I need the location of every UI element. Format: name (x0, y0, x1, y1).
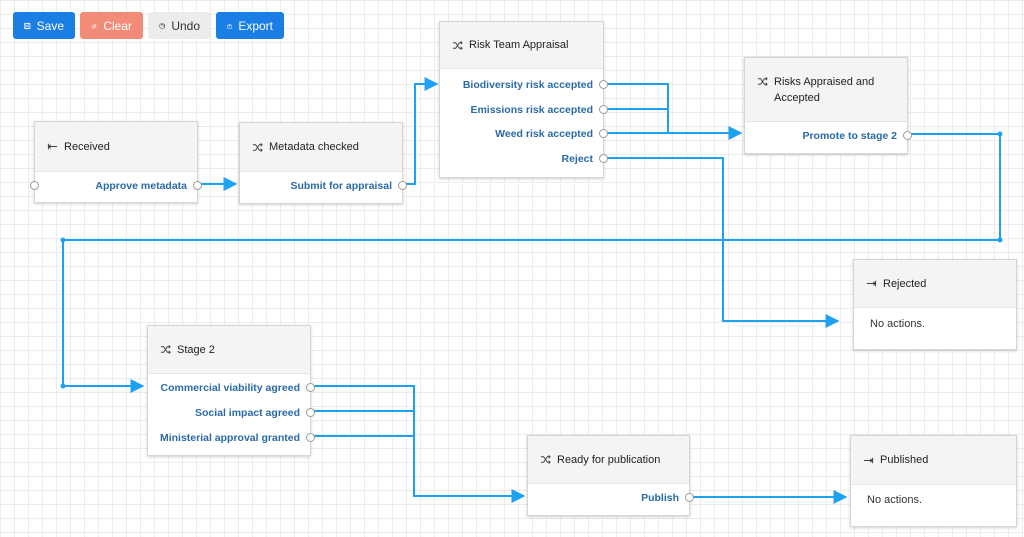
undo-label: Undo (171, 18, 200, 33)
node-risks-appraised-and-accepted[interactable]: Risks Appraised and Accepted Promote to … (744, 57, 912, 154)
action-promote-to-stage-2[interactable]: Promote to stage 2 (802, 130, 897, 142)
node-header: Ready for publication (528, 436, 689, 484)
output-port[interactable] (599, 105, 608, 114)
node-title: Rejected (883, 277, 927, 290)
save-label: Save (36, 18, 64, 33)
arrow-left-icon (47, 143, 58, 150)
wire-biodiversity (604, 83, 669, 133)
action-approve-metadata[interactable]: Approve metadata (95, 180, 187, 192)
export-label: Export (238, 18, 273, 33)
action-publish[interactable]: Publish (641, 492, 679, 504)
input-port[interactable] (30, 181, 39, 190)
wire-promote-stage2 (62, 133, 1001, 393)
empty-actions-text: No actions. (867, 494, 923, 506)
shuffle-icon (757, 77, 768, 86)
node-stage-2[interactable]: Stage 2 Commercial viability agreed Soci… (147, 325, 315, 456)
output-port[interactable] (306, 433, 315, 442)
action-social-impact-agreed[interactable]: Social impact agreed (194, 407, 300, 419)
node-rejected[interactable]: Rejected No actions. (853, 259, 1017, 350)
wire-commercial (313, 385, 526, 503)
save-button[interactable]: Save (13, 12, 75, 39)
node-title: Stage 2 (177, 343, 215, 356)
undo-icon (159, 22, 166, 29)
node-metadata-checked[interactable]: Metadata checked Submit for appraisal (239, 122, 407, 204)
output-port[interactable] (306, 408, 315, 417)
shuffle-icon (252, 142, 263, 152)
node-ready-for-publication[interactable]: Ready for publication Publish (527, 435, 694, 516)
node-header: Risks Appraised and Accepted (745, 58, 907, 122)
arrow-right-end-icon (863, 457, 874, 463)
node-risk-team-appraisal[interactable]: Risk Team Appraisal Biodiversity risk ac… (439, 21, 608, 178)
wire-joint (60, 383, 66, 389)
action-submit-for-appraisal[interactable]: Submit for appraisal (290, 180, 392, 192)
node-header: Received (35, 122, 197, 172)
wire-joint (60, 237, 66, 243)
action-weed-risk-accepted[interactable]: Weed risk accepted (495, 128, 593, 140)
node-header: Rejected (854, 260, 1016, 308)
output-port[interactable] (903, 131, 912, 140)
clear-button[interactable]: Clear (80, 12, 143, 39)
node-title: Published (880, 454, 929, 466)
node-published[interactable]: Published No actions. (850, 435, 1017, 527)
action-emissions-risk-accepted[interactable]: Emissions risk accepted (470, 104, 593, 116)
output-port[interactable] (599, 129, 608, 138)
undo-button[interactable]: Undo (148, 12, 211, 39)
output-port[interactable] (599, 80, 608, 89)
output-port[interactable] (685, 493, 694, 502)
node-header: Metadata checked (240, 123, 402, 172)
node-title: Metadata checked (269, 141, 359, 153)
action-reject[interactable]: Reject (561, 153, 593, 165)
floppy-disk-icon (24, 22, 31, 29)
export-button[interactable]: Export (216, 12, 284, 39)
output-port[interactable] (306, 383, 315, 392)
shuffle-icon (160, 345, 171, 354)
wire-joint (997, 131, 1003, 137)
action-biodiversity-risk-accepted[interactable]: Biodiversity risk accepted (462, 79, 593, 91)
node-received[interactable]: Received Approve metadata (30, 121, 202, 203)
action-ministerial-approval-granted[interactable]: Ministerial approval granted (159, 432, 300, 444)
action-commercial-viability-agreed[interactable]: Commercial viability agreed (160, 382, 300, 394)
node-title: Received (64, 140, 110, 153)
output-port[interactable] (398, 181, 407, 190)
node-title: Risks Appraised and Accepted (774, 76, 875, 104)
shuffle-icon (540, 455, 551, 464)
eraser-icon (91, 23, 97, 28)
clear-label: Clear (103, 18, 132, 33)
toolbar: Save Clear Undo Export (13, 12, 284, 39)
output-port[interactable] (599, 154, 608, 163)
node-header: Published (851, 436, 1016, 485)
node-title: Risk Team Appraisal (469, 39, 569, 51)
node-header: Stage 2 (148, 326, 310, 374)
empty-actions-text: No actions. (870, 318, 926, 330)
node-header: Risk Team Appraisal (440, 22, 603, 69)
export-icon (227, 22, 233, 28)
wire-joint (997, 237, 1003, 243)
arrow-right-end-icon (866, 280, 877, 287)
wire-submit-for-appraisal (404, 77, 439, 185)
shuffle-icon (452, 40, 463, 50)
output-port[interactable] (193, 181, 202, 190)
node-title: Ready for publication (557, 453, 661, 466)
